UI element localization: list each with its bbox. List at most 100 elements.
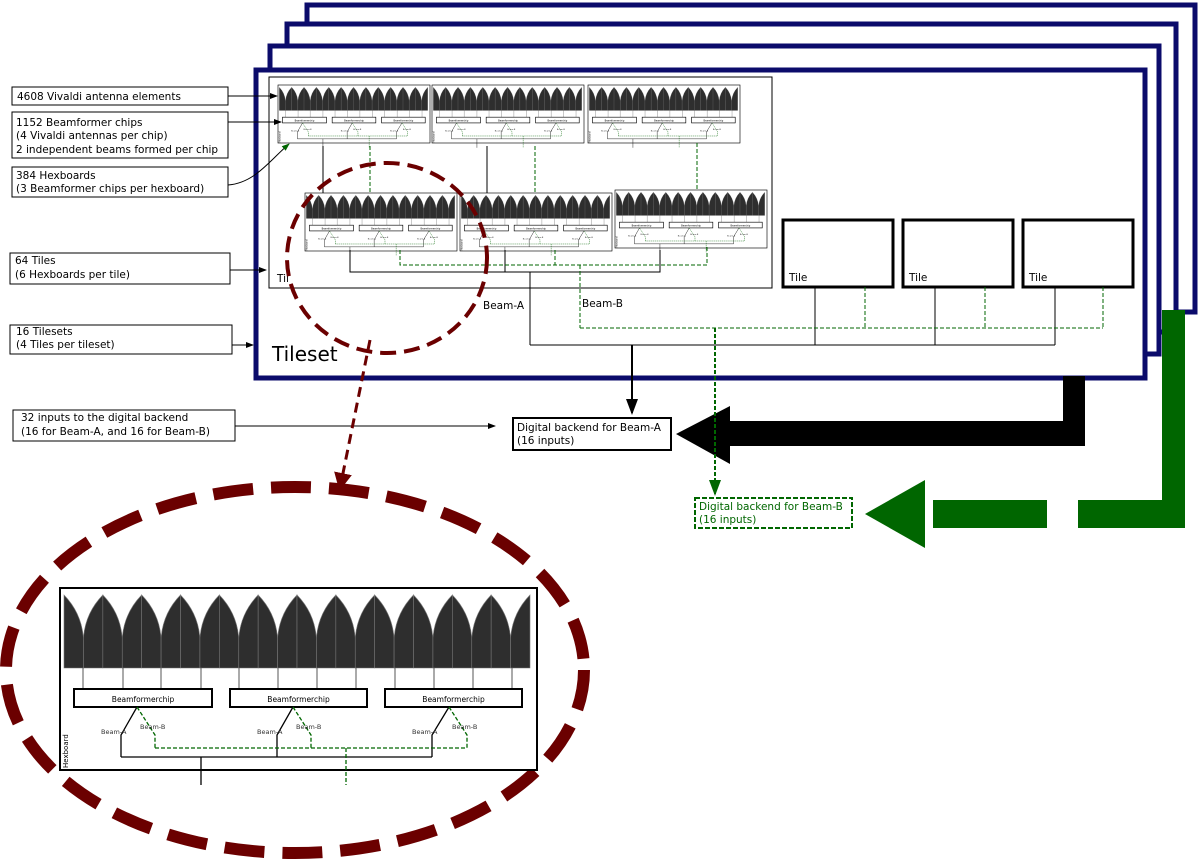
vivaldi-antenna-icon	[359, 86, 366, 111]
vivaldi-antenna-icon	[550, 86, 558, 111]
beam_a-label: Beam-A	[291, 130, 300, 133]
vivaldi-antenna-icon	[316, 594, 337, 669]
hexboard-label: Hexboard	[461, 239, 464, 250]
beamformer-chip: Beamformerchip	[563, 224, 608, 232]
vivaldi-antenna-icon	[671, 191, 679, 216]
vivaldi-antenna-icon	[622, 191, 629, 216]
vivaldi-antenna-icon	[451, 86, 459, 111]
beamformer-chip: Beamformerchip	[513, 224, 559, 232]
hexboard-label: Hexboard	[279, 131, 282, 142]
svg-text:(4 Vivaldi antennas per chip): (4 Vivaldi antennas per chip)	[16, 130, 168, 142]
vivaldi-antenna-icon	[501, 86, 508, 111]
vivaldi-antenna-icon	[694, 86, 701, 111]
vivaldi-antenna-icon	[310, 86, 317, 111]
vivaldi-antenna-icon	[529, 194, 536, 219]
vivaldi-antenna-icon	[409, 86, 416, 111]
tile-label: Tile	[908, 272, 927, 284]
vivaldi-antenna-icon	[354, 594, 375, 669]
svg-text:(16 for Beam-A, and 16 for Bea: (16 for Beam-A, and 16 for Beam-B)	[21, 426, 210, 438]
beam_b-label: Beam-B	[740, 234, 749, 236]
svg-text:(3 Beamformer chips per hexboa: (3 Beamformer chips per hexboard)	[16, 183, 204, 195]
hexboard-label: Hexboard	[62, 734, 70, 768]
beam_b-label: Beam-B	[403, 129, 412, 131]
beam_a-label: Beam-A	[700, 130, 709, 133]
tile-2: Tile	[781, 218, 895, 289]
vivaldi-antenna-icon	[595, 86, 602, 111]
vivaldi-antenna-icon	[83, 594, 104, 669]
vivaldi-antenna-icon	[411, 194, 418, 219]
chip-label: Beamformerchip	[681, 224, 701, 227]
tile-3: Tile	[901, 218, 1015, 289]
vivaldi-antenna-icon	[553, 194, 561, 219]
hexboard-label: Hexboard	[433, 131, 436, 142]
beam_a-label: Beam-A	[523, 238, 532, 241]
chip-label: Beamformerchip	[632, 224, 652, 227]
beam_b-label: Beam-B	[690, 234, 699, 236]
vivaldi-antenna-icon	[421, 86, 428, 111]
vivaldi-antenna-icon	[647, 191, 654, 216]
vivaldi-antenna-icon	[492, 194, 499, 219]
chip-label: Beamformerchip	[421, 227, 441, 230]
chip-label: Beamformerchip	[704, 119, 724, 122]
vivaldi-antenna-icon	[361, 194, 369, 219]
vivaldi-antenna-icon	[566, 194, 573, 219]
vivaldi-antenna-icon	[464, 86, 471, 111]
beam-a-bus	[530, 287, 1056, 415]
beam_a-label: Beam-A	[390, 130, 399, 133]
vivaldi-antenna-icon	[471, 594, 492, 669]
beamformer-chip: Beamformerchip	[309, 224, 354, 232]
chip-label: Beamformerchip	[322, 227, 342, 230]
beam_b-label: Beam-B	[457, 129, 466, 131]
vivaldi-antenna-icon	[706, 86, 714, 111]
vivaldi-antenna-icon	[632, 86, 639, 111]
beamformer-chip: Beamformerchip	[73, 688, 213, 708]
chip-label: Beamformerchip	[526, 227, 546, 230]
beam_a-label: Beam-A	[445, 130, 454, 133]
vivaldi-antenna-icon	[733, 191, 741, 216]
vivaldi-antenna-icon	[721, 191, 728, 216]
beam_a-label: Beam-A	[678, 235, 687, 238]
beamformer-chip: Beamformerchip	[485, 116, 531, 124]
chip-label: Beamformerchip	[576, 227, 596, 230]
vivaldi-antenna-icon	[374, 194, 381, 219]
label-tiles: 64 Tiles (6 Hexboards per tile)	[9, 252, 267, 285]
vivaldi-antenna-icon	[337, 194, 344, 219]
vivaldi-antenna-icon	[238, 594, 259, 669]
hexboard-5: BeamformerchipBeam-ABeam-BBeamformerchip…	[459, 192, 613, 256]
vivaldi-antenna-icon	[324, 194, 332, 219]
vivaldi-antenna-icon	[479, 194, 487, 219]
beam_b-label: Beam-B	[557, 129, 566, 131]
beamformer-chip: Beamformerchip	[436, 116, 481, 124]
chip-label: Beamformerchip	[548, 119, 568, 122]
beam_b-label: Beam-B	[303, 129, 312, 131]
chip-label: Beamformerchip	[295, 119, 315, 122]
vivaldi-antenna-icon	[334, 86, 342, 111]
vivaldi-antenna-icon	[476, 86, 483, 111]
vivaldi-antenna-icon	[669, 86, 676, 111]
beam_b-label: Beam-B	[535, 237, 544, 239]
beam_a-label: Beam-A	[628, 235, 637, 238]
chip-label: Beamformerchip	[344, 119, 364, 122]
beam_a-label: Beam-A	[257, 728, 283, 736]
beam_a-label: Beam-A	[601, 130, 610, 133]
hexboard-3: BeamformerchipBeam-ABeam-BBeamformerchip…	[587, 84, 741, 148]
beam_a-label: Beam-A	[727, 235, 736, 238]
vivaldi-antenna-icon	[393, 594, 414, 669]
beam-b-label: Beam-B	[582, 298, 623, 310]
beam_b-label: Beam-B	[140, 723, 165, 731]
beam_a-label: Beam-A	[101, 728, 127, 736]
digital-backend-beam-a: Digital backend for Beam-A (16 inputs)	[512, 417, 672, 451]
beam_b-label: Beam-B	[430, 237, 439, 239]
vivaldi-antenna-icon	[516, 194, 524, 219]
beamformer-chip: Beamformerchip	[641, 116, 687, 124]
vivaldi-antenna-icon	[657, 86, 664, 111]
chip-label: Beamformerchip	[731, 224, 751, 227]
hexboard-4: BeamformerchipBeam-ABeam-BBeamformerchip…	[304, 192, 458, 256]
svg-text:2 independent beams formed per: 2 independent beams formed per chip	[16, 144, 218, 156]
chip-label: Beamformerchip	[267, 695, 330, 704]
vivaldi-antenna-icon	[312, 194, 319, 219]
beam_b-label: Beam-B	[485, 237, 494, 239]
vivaldi-antenna-icon	[746, 191, 753, 216]
label-antennas: 4608 Vivaldi antenna elements	[11, 86, 278, 106]
vivaldi-antenna-icon	[384, 86, 391, 111]
